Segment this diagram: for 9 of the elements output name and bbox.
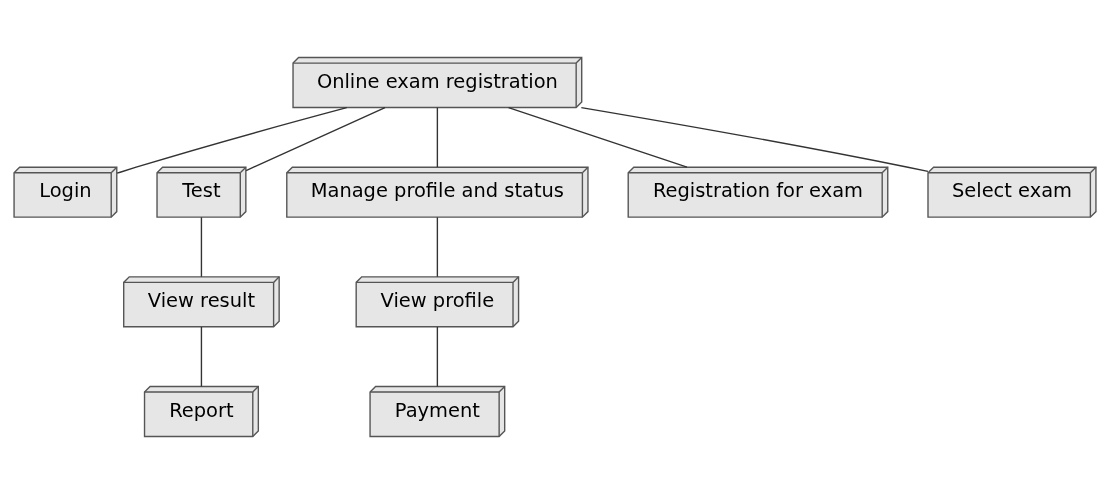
connector — [200, 216, 203, 277]
connector — [200, 325, 203, 387]
connector — [580, 106, 929, 172]
connector — [436, 216, 439, 277]
connector — [436, 325, 439, 387]
connector — [116, 106, 348, 174]
connector — [507, 106, 688, 168]
connector — [245, 106, 386, 171]
connector — [436, 106, 439, 168]
